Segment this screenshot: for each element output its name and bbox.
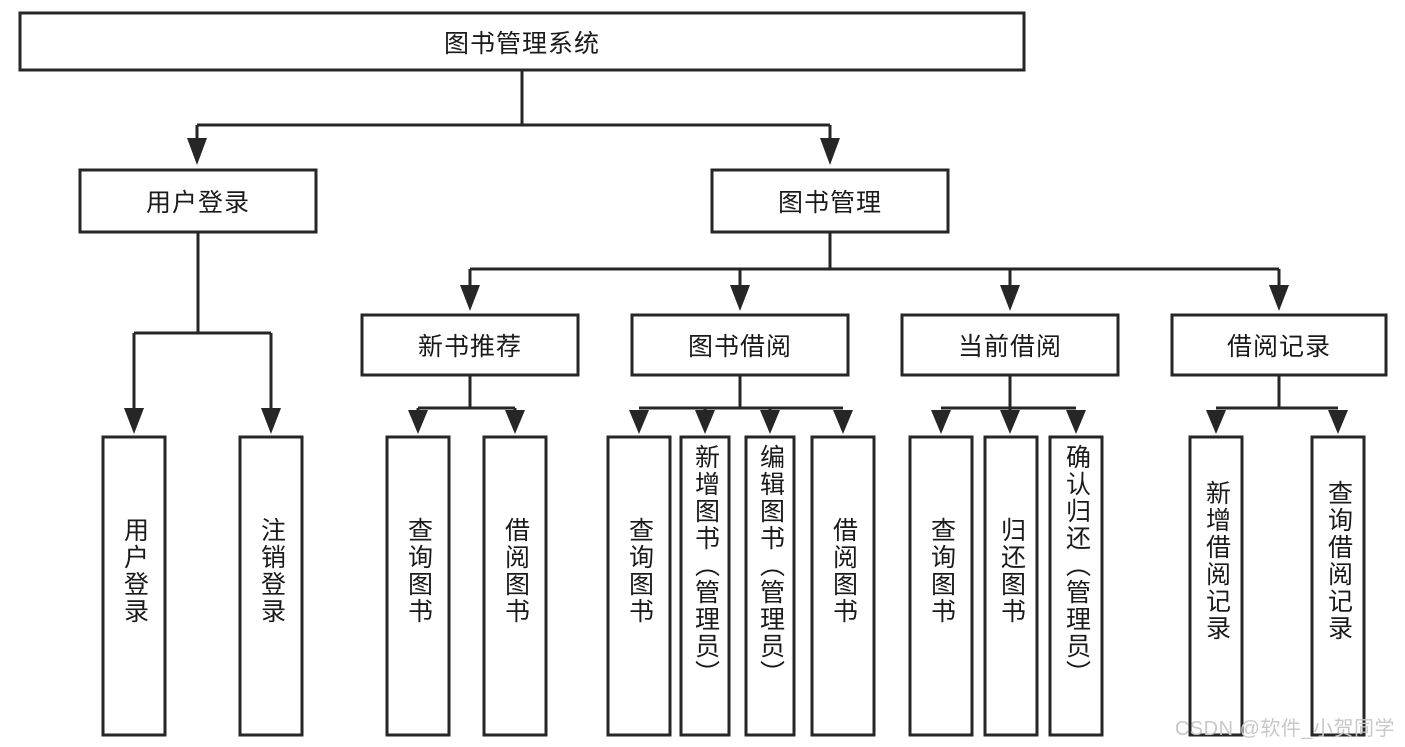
node-box-book-management[interactable]: [710, 168, 950, 234]
arrowhead-leaf-logout: [261, 408, 281, 434]
arrowhead-current-borrow: [1000, 285, 1020, 311]
edge-group-book-mgmt: [460, 232, 1289, 311]
node-box-current-borrow[interactable]: [900, 313, 1120, 377]
node-box-leaf-query-book-2[interactable]: [606, 435, 672, 737]
arrowhead-leaf-borrow-book-2: [833, 410, 853, 434]
node-box-leaf-query-book-3[interactable]: [908, 435, 974, 737]
node-box-leaf-borrow-book-2[interactable]: [810, 435, 876, 737]
node-box-leaf-add-record[interactable]: [1188, 435, 1244, 737]
node-box-book-borrow[interactable]: [630, 313, 850, 377]
node-box-leaf-user-login[interactable]: [101, 435, 167, 737]
arrowhead-leaf-confirm-return: [1066, 410, 1086, 434]
node-box-leaf-edit-book[interactable]: [744, 435, 796, 737]
arrowhead-user-login: [187, 138, 207, 165]
arrowhead-leaf-add-book: [695, 410, 715, 434]
node-box-new-book-recommend[interactable]: [360, 313, 580, 377]
edge-group-root: [187, 70, 840, 165]
arrowhead-leaf-query-book-1: [408, 410, 428, 434]
node-box-leaf-logout[interactable]: [238, 435, 304, 737]
node-box-leaf-query-book-1[interactable]: [385, 435, 451, 737]
edge-group-user-login: [124, 232, 281, 434]
node-box-leaf-confirm-return[interactable]: [1048, 435, 1104, 737]
arrowhead-leaf-borrow-book-1: [505, 410, 525, 434]
edge-group-borrow-record: [1206, 375, 1348, 434]
arrowhead-leaf-user-login: [124, 408, 144, 434]
arrowhead-book-mgmt: [820, 138, 840, 165]
node-box-root[interactable]: [18, 11, 1026, 72]
node-box-user-login[interactable]: [78, 168, 318, 234]
node-box-leaf-return-book[interactable]: [983, 435, 1039, 737]
arrowhead-leaf-edit-book: [760, 410, 780, 434]
arrowhead-borrow-record: [1269, 285, 1289, 311]
node-box-leaf-query-record[interactable]: [1310, 435, 1366, 737]
node-box-leaf-add-book[interactable]: [679, 435, 731, 737]
arrowhead-leaf-query-book-3: [931, 410, 951, 434]
node-box-leaf-borrow-book-1[interactable]: [482, 435, 548, 737]
edge-group-book-borrow: [629, 375, 853, 434]
edge-group-current-borrow: [931, 375, 1086, 434]
arrowhead-leaf-add-record: [1206, 410, 1226, 434]
node-box-borrow-record[interactable]: [1170, 313, 1388, 377]
arrowhead-leaf-return-book: [1000, 410, 1020, 434]
edge-group-new-book-rec: [408, 375, 525, 434]
arrowhead-book-borrow: [730, 285, 750, 311]
arrowhead-new-book-rec: [460, 285, 480, 311]
arrowhead-leaf-query-book-2: [629, 410, 649, 434]
arrowhead-leaf-query-record: [1328, 410, 1348, 434]
